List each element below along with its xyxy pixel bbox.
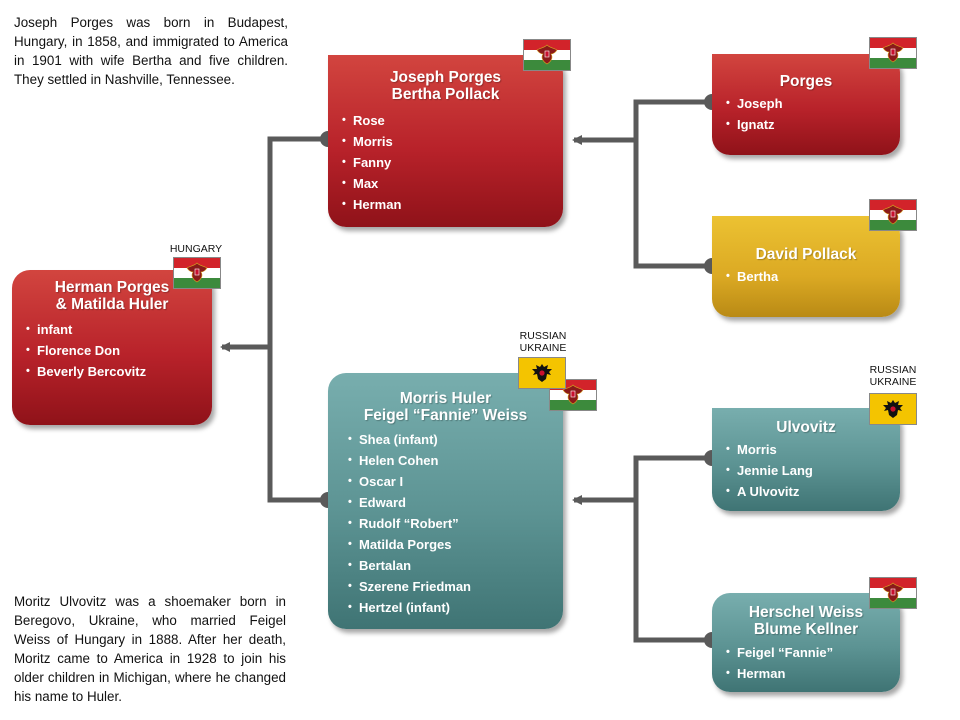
family-box-ulvovitz: Ulvovitz Morris Jennie Lang A Ulvovitz <box>712 408 900 511</box>
list-item: Herman <box>342 194 563 215</box>
list-item: Morris <box>726 439 900 460</box>
flag-label-russian-ukraine: RUSSIAN UKRAINE <box>519 330 567 354</box>
family-box-joseph-porges: Joseph Porges Bertha Pollack Rose Morris… <box>328 55 563 227</box>
children-list: Morris Jennie Lang A Ulvovitz <box>712 439 900 502</box>
russian-empire-flag-icon <box>869 393 917 425</box>
connector-right-top-bracket <box>633 99 712 269</box>
list-item: infant <box>26 319 212 340</box>
family-box-morris-huler: Morris Huler Feigel “Fannie” Weiss Shea … <box>328 373 563 629</box>
list-item: Rudolf “Robert” <box>348 513 563 534</box>
hungary-flag-icon <box>549 379 597 411</box>
list-item: Fanny <box>342 152 563 173</box>
russian-empire-flag-icon <box>518 357 566 389</box>
hungary-flag-icon <box>869 37 917 69</box>
list-item: Bertalan <box>348 555 563 576</box>
children-list: Joseph Ignatz <box>712 93 900 135</box>
list-item: A Ulvovitz <box>726 481 900 502</box>
family-box-porges: Porges Joseph Ignatz <box>712 54 900 155</box>
family-box-david-pollack: David Pollack Bertha <box>712 216 900 317</box>
family-title: Herschel Weiss Blume Kellner <box>748 604 864 638</box>
children-list: Feigel “Fannie” Herman <box>712 642 900 684</box>
children-list: Bertha <box>712 266 900 287</box>
family-title: Porges <box>779 73 833 90</box>
family-box-herman-porges: Herman Porges & Matilda Huler infant Flo… <box>12 270 212 425</box>
list-item: Szerene Friedman <box>348 576 563 597</box>
children-list: infant Florence Don Beverly Bercovitz <box>12 319 212 382</box>
list-item: Max <box>342 173 563 194</box>
list-item: Herman <box>726 663 900 684</box>
list-item: Hertzel (infant) <box>348 597 563 618</box>
hungary-flag-icon <box>523 39 571 71</box>
family-title: Morris Huler Feigel “Fannie” Weiss <box>363 390 528 424</box>
list-item: Florence Don <box>26 340 212 361</box>
family-title: Ulvovitz <box>776 419 836 436</box>
list-item: Shea (infant) <box>348 429 563 450</box>
note-moritz-ulvovitz: Moritz Ulvovitz was a shoemaker born in … <box>14 594 286 704</box>
family-box-herschel-weiss: Herschel Weiss Blume Kellner Feigel “Fan… <box>712 593 900 692</box>
family-title: Herman Porges & Matilda Huler <box>54 279 170 313</box>
flag-label-hungary: HUNGARY <box>169 243 223 255</box>
note-joseph-porges: Joseph Porges was born in Budapest, Hung… <box>14 15 288 87</box>
hungary-flag-icon <box>869 577 917 609</box>
list-item: Feigel “Fannie” <box>726 642 900 663</box>
connector-right-bottom-bracket <box>633 455 712 643</box>
list-item: Jennie Lang <box>726 460 900 481</box>
list-item: Oscar I <box>348 471 563 492</box>
children-list: Rose Morris Fanny Max Herman <box>328 110 563 215</box>
list-item: Rose <box>342 110 563 131</box>
list-item: Edward <box>348 492 563 513</box>
list-item: Helen Cohen <box>348 450 563 471</box>
children-list: Shea (infant) Helen Cohen Oscar I Edward… <box>328 429 563 618</box>
family-title: Joseph Porges Bertha Pollack <box>389 69 502 103</box>
list-item: Ignatz <box>726 114 900 135</box>
list-item: Beverly Bercovitz <box>26 361 212 382</box>
family-title: David Pollack <box>755 246 857 263</box>
list-item: Joseph <box>726 93 900 114</box>
list-item: Morris <box>342 131 563 152</box>
hungary-flag-icon <box>173 257 221 289</box>
hungary-flag-icon <box>869 199 917 231</box>
flag-label-russian-ukraine: RUSSIAN UKRAINE <box>869 364 917 388</box>
connector-left-bracket <box>267 136 328 503</box>
list-item: Matilda Porges <box>348 534 563 555</box>
list-item: Bertha <box>726 266 900 287</box>
